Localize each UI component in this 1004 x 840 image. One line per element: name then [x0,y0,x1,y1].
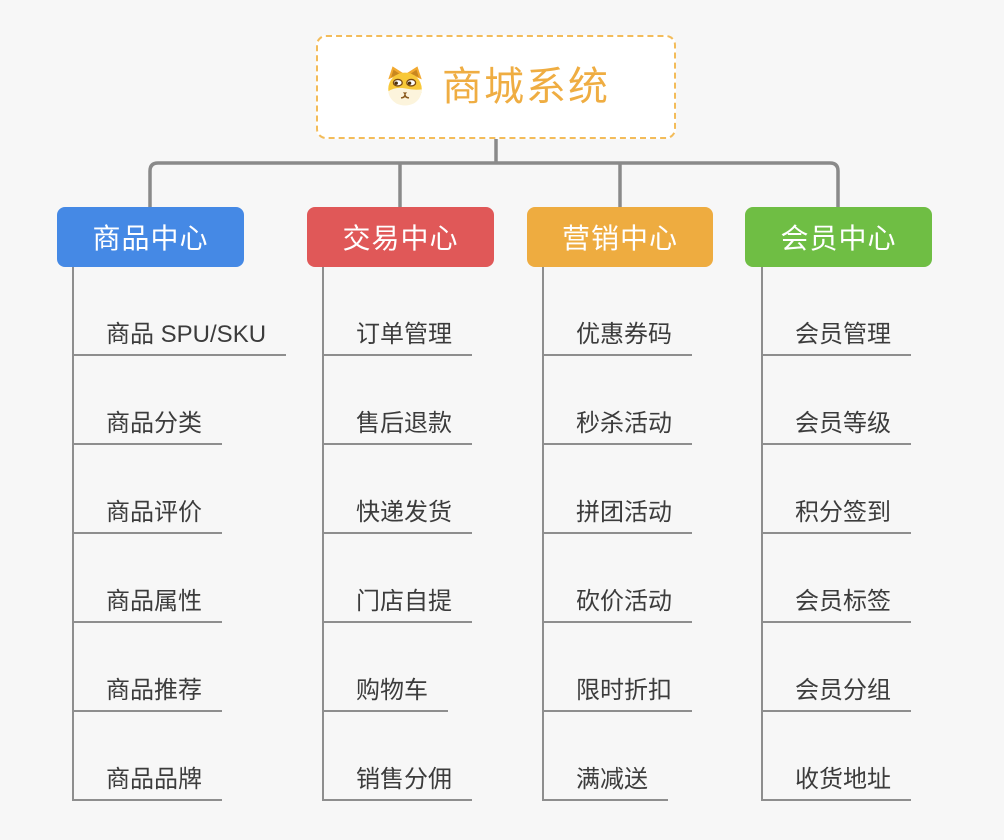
leaf-node[interactable]: 限时折扣 [542,670,692,712]
leaf-node[interactable]: 商品属性 [72,581,222,623]
leaf-node[interactable]: 购物车 [322,670,448,712]
branch-label: 会员中心 [780,223,897,254]
leaf-node[interactable]: 会员标签 [761,581,911,623]
leaf-node[interactable]: 秒杀活动 [542,403,692,445]
branch-label: 交易中心 [342,223,459,254]
leaf-node[interactable]: 售后退款 [322,403,472,445]
leaf-node[interactable]: 订单管理 [322,314,472,356]
connector-group [148,139,840,207]
leaf-node[interactable]: 会员分组 [761,670,911,712]
branch-spine-trade [322,267,324,801]
leaf-node[interactable]: 砍价活动 [542,581,692,623]
leaf-node[interactable]: 收货地址 [761,759,911,801]
leaf-node[interactable]: 快递发货 [322,492,472,534]
branch-label: 营销中心 [561,223,678,254]
leaf-node[interactable]: 商品品牌 [72,759,222,801]
branch-node-marketing-center[interactable]: 营销中心 [527,207,713,267]
branch-label: 商品中心 [92,223,209,254]
branch-spine-member [761,267,763,801]
leaf-node[interactable]: 商品分类 [72,403,222,445]
leaf-node[interactable]: 门店自提 [322,581,472,623]
leaf-node[interactable]: 满减送 [542,759,668,801]
connector-bus [148,161,840,207]
leaf-column-marketing: 优惠券码 秒杀活动 拼团活动 砍价活动 限时折扣 满减送 [542,267,792,801]
branch-node-trade-center[interactable]: 交易中心 [307,207,494,267]
leaf-column-product: 商品 SPU/SKU 商品分类 商品评价 商品属性 商品推荐 商品品牌 [72,267,322,801]
root-title: 商城系统 [442,65,610,109]
branch-node-product-center[interactable]: 商品中心 [57,207,244,267]
leaf-node[interactable]: 商品评价 [72,492,222,534]
leaf-column-trade: 订单管理 售后退款 快递发货 门店自提 购物车 销售分佣 [322,267,572,801]
leaf-column-member: 会员管理 会员等级 积分签到 会员标签 会员分组 收货地址 [761,267,1004,801]
branch-node-member-center[interactable]: 会员中心 [745,207,932,267]
branch-spine-marketing [542,267,544,801]
root-node-mall-system[interactable]: 商城系统 [316,35,676,139]
leaf-node[interactable]: 商品 SPU/SKU [72,314,287,356]
leaf-node[interactable]: 会员管理 [761,314,911,356]
leaf-node[interactable]: 拼团活动 [542,492,692,534]
leaf-node[interactable]: 会员等级 [761,403,911,445]
leaf-node[interactable]: 积分签到 [761,492,911,534]
leaf-node[interactable]: 优惠券码 [542,314,692,356]
leaf-node[interactable]: 销售分佣 [322,759,472,801]
leaf-node[interactable]: 商品推荐 [72,670,222,712]
branch-spine-product [72,267,74,801]
dog-face-icon [388,66,422,106]
